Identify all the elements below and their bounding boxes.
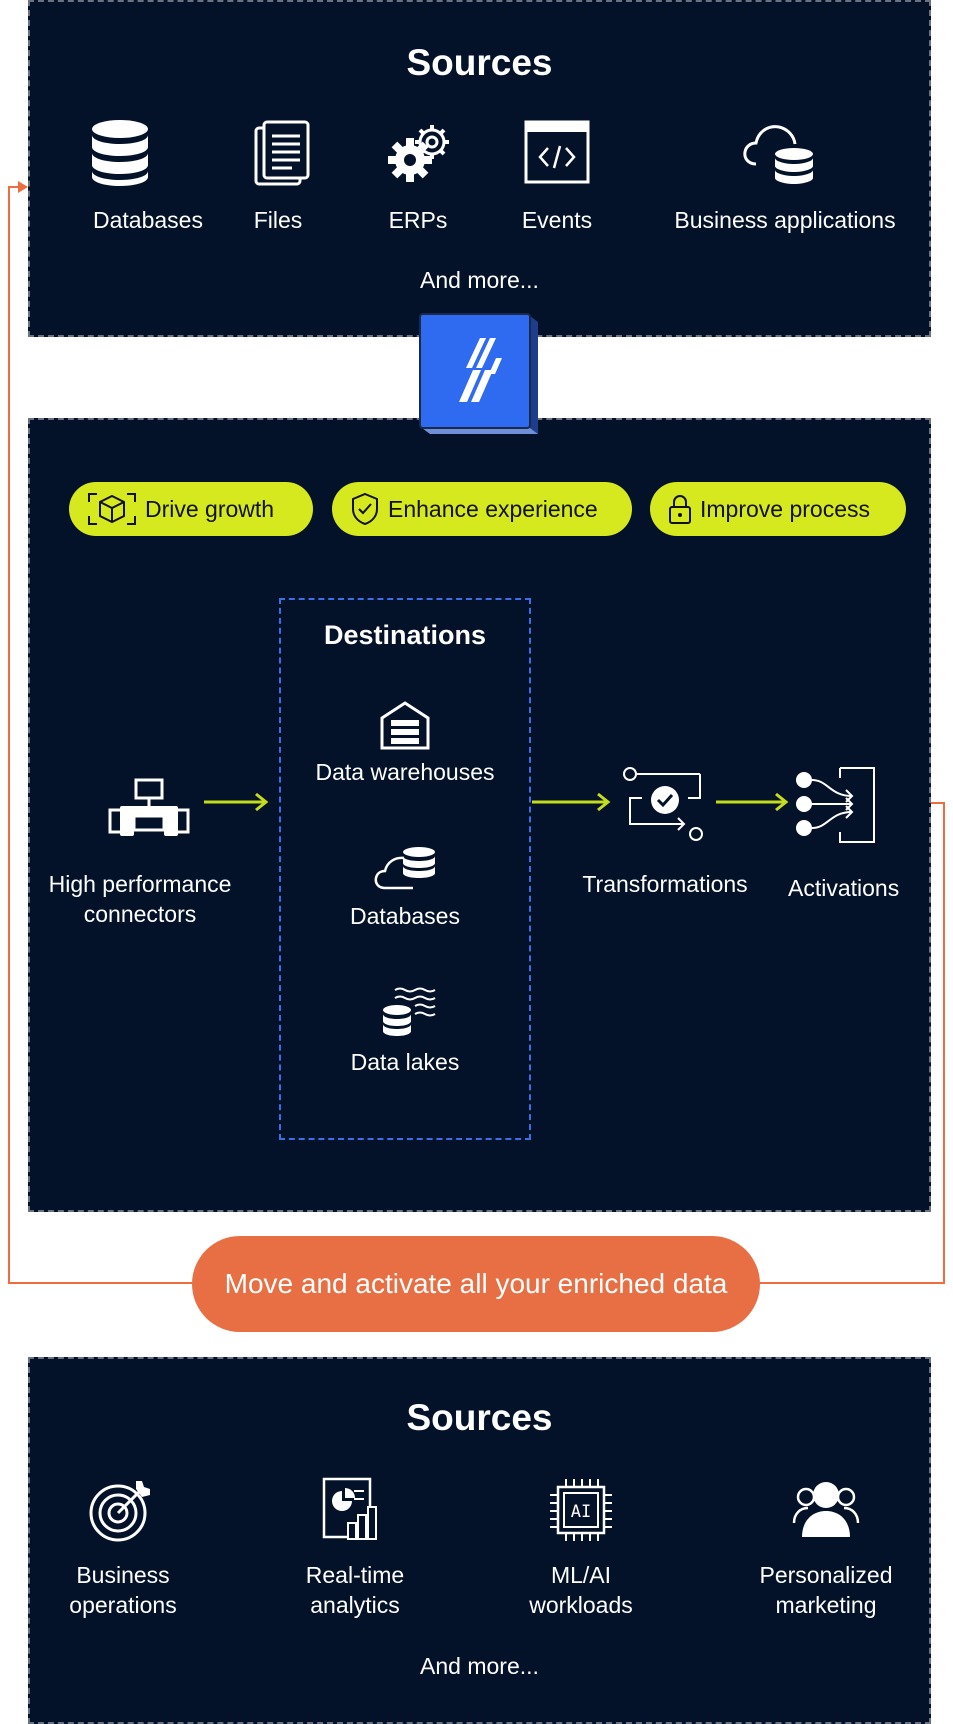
transformations-label: Transformations [582, 871, 748, 897]
pill-drive-growth: Drive growth [69, 482, 313, 536]
destinations-box: Destinations Data warehouses Databases [279, 598, 531, 1140]
database-icon [89, 119, 151, 187]
arrow-to-destinations [204, 792, 269, 812]
source-business-apps-label: Business applications [674, 207, 896, 233]
bottom-mlai-workloads-label: ML/AI workloads [529, 1562, 633, 1618]
cube-scan-icon [87, 492, 137, 526]
analytics-report-icon [320, 1477, 382, 1543]
people-group-icon [792, 1479, 860, 1539]
transformation-icon [622, 764, 704, 846]
code-window-icon [524, 120, 590, 184]
source-files-label: Files [253, 207, 303, 233]
dest-lakes-label: Data lakes [350, 1049, 460, 1075]
warehouse-icon [379, 700, 431, 750]
dest-warehouses-label: Data warehouses [315, 759, 495, 785]
fivetran-logo [418, 312, 544, 436]
bottom-realtime-analytics-label: Real-time analytics [305, 1562, 405, 1618]
pipe-connector-icon [108, 776, 190, 840]
bottom-and-more-label: And more... [420, 1653, 539, 1679]
bottom-sources-panel: Sources Business operations Real-time an… [28, 1357, 931, 1724]
source-databases-label: Databases [93, 207, 203, 233]
top-and-more-label: And more... [420, 267, 539, 293]
data-lake-icon [381, 986, 437, 1040]
connectors-label: High performance connectors [48, 871, 232, 927]
dest-databases-label: Databases [350, 903, 460, 929]
arrow-to-activations [716, 792, 789, 812]
cta-move-activate: Move and activate all your enriched data [192, 1236, 760, 1332]
top-sources-panel: Sources Databases Files [28, 0, 931, 337]
source-events-label: Events [521, 207, 593, 233]
file-icon [252, 120, 312, 188]
destinations-title: Destinations [323, 620, 487, 650]
bottom-personalized-marketing-label: Personalized marketing [759, 1562, 893, 1618]
pill-enhance-experience: Enhance experience [332, 482, 632, 536]
gear-icon [386, 122, 452, 184]
ai-chip-icon: AI [548, 1477, 614, 1543]
pill-improve-process: Improve process [650, 482, 906, 536]
bottom-sources-title: Sources [406, 1397, 553, 1438]
cloud-database-icon [373, 844, 439, 894]
shield-check-icon [350, 492, 380, 526]
activation-icon [794, 766, 878, 848]
middle-panel: Drive growth Enhance experience Improve … [28, 418, 931, 1212]
cloud-database-icon [742, 120, 818, 186]
pill-enhance-experience-label: Enhance experience [388, 495, 598, 522]
pill-improve-process-label: Improve process [700, 495, 871, 522]
source-erps-label: ERPs [388, 207, 448, 233]
target-icon [88, 1477, 154, 1543]
svg-text:AI: AI [571, 1502, 591, 1522]
activations-label: Activations [788, 875, 900, 901]
pill-drive-growth-label: Drive growth [145, 495, 275, 522]
lock-icon [668, 493, 692, 525]
arrow-to-transformations [532, 792, 611, 812]
bottom-business-operations-label: Business operations [69, 1562, 177, 1618]
top-sources-title: Sources [406, 42, 553, 83]
